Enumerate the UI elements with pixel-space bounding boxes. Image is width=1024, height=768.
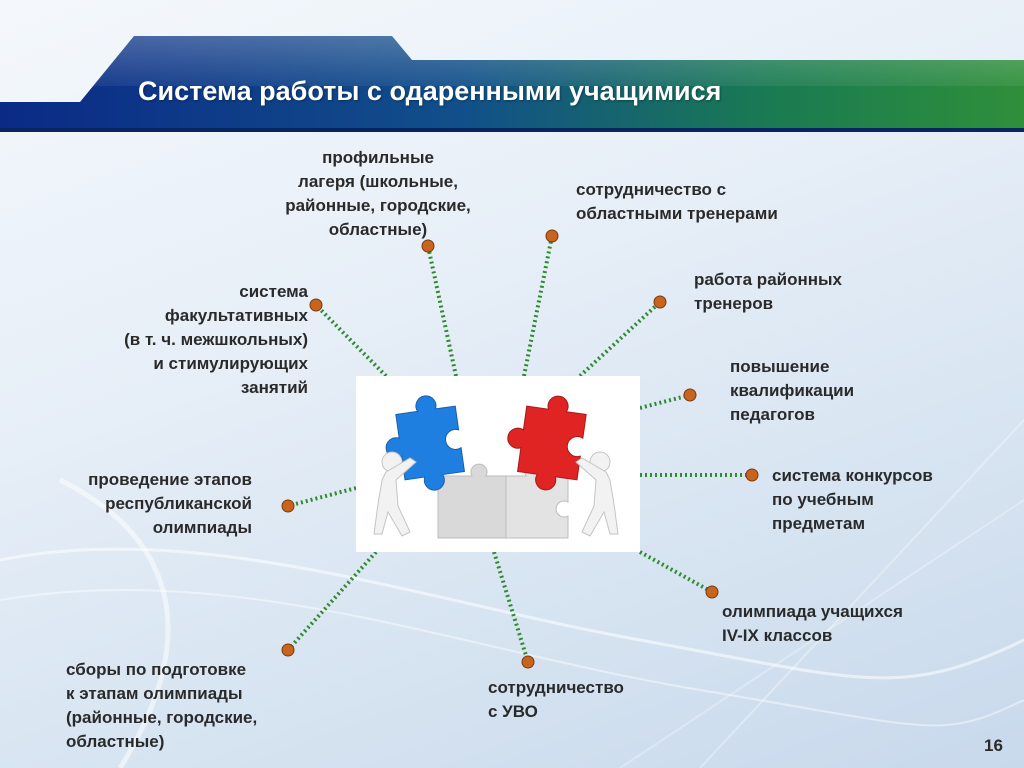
connector-node xyxy=(281,643,295,657)
slide-title: Система работы с одаренными учащимися xyxy=(138,76,722,106)
connector-node xyxy=(545,229,559,243)
item-regional-trainers: сотрудничество с областными тренерами xyxy=(576,180,778,223)
page-number: 16 xyxy=(984,736,1003,755)
item-district-trainers: работа районных тренеров xyxy=(694,270,842,313)
item-subject-contests: система конкурсов по учебным предметам xyxy=(772,466,933,533)
item-uvo-cooperation: сотрудничество с УВО xyxy=(488,678,624,721)
item-teacher-qualification: повышение квалификации педагогов xyxy=(730,357,855,424)
header-banner xyxy=(0,36,1024,132)
item-profile-camps: профильные лагеря (школьные, районные, г… xyxy=(285,148,471,239)
connector-node xyxy=(705,585,719,599)
item-republican-olympiad: проведение этапов республиканской олимпи… xyxy=(88,470,252,537)
connector-node xyxy=(309,298,323,312)
item-olympiad-4-9: олимпиада учащихся IV-IX классов xyxy=(722,602,903,645)
connector-node xyxy=(281,499,295,513)
connector-node xyxy=(421,239,435,253)
item-electives: система факультативных (в т. ч. межшколь… xyxy=(124,282,308,397)
connector-node xyxy=(683,388,697,402)
connector-node xyxy=(653,295,667,309)
connector-node xyxy=(745,468,759,482)
connector-node xyxy=(521,655,535,669)
center-illustration xyxy=(356,376,640,552)
item-training-camps: сборы по подготовке к этапам олимпиады (… xyxy=(66,660,258,751)
puzzle-teamwork-icon xyxy=(373,395,619,539)
